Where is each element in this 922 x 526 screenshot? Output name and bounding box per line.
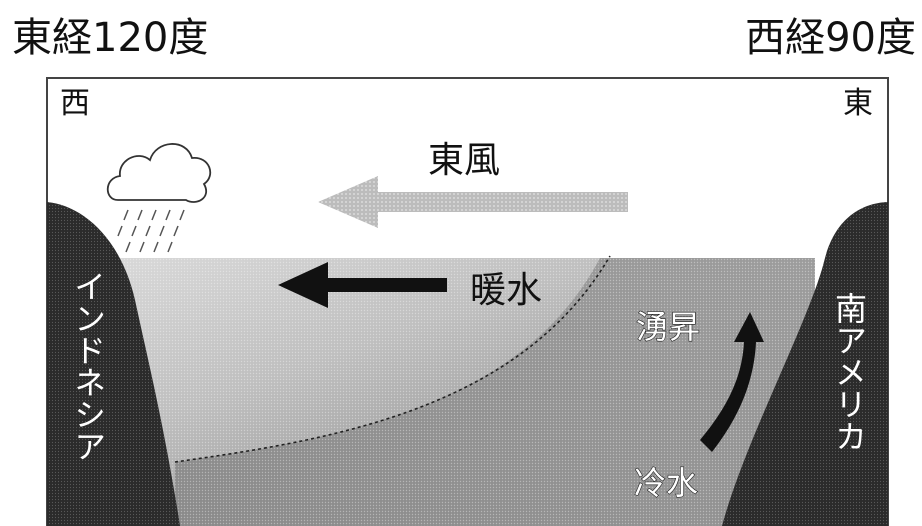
east-wind-label: 東風: [428, 140, 500, 181]
ocean-texture: [120, 258, 815, 526]
cloud-icon: [106, 143, 212, 203]
east-label: 東: [843, 86, 873, 121]
south-america-label: 南アメリカ: [830, 292, 868, 452]
warm-water-arrow: [278, 262, 447, 308]
thermocline-line: [174, 255, 611, 463]
longitude-label-west-90: 西経90度: [745, 15, 916, 61]
cold-water-label: 冷水: [634, 464, 698, 502]
rain-icon: [117, 209, 185, 253]
east-wind-arrow: [318, 176, 628, 228]
longitude-label-east-120: 東経120度: [12, 15, 209, 61]
west-label: 西: [60, 86, 90, 121]
upwelling-label: 湧昇: [636, 308, 700, 346]
warm-water-label: 暖水: [470, 270, 542, 311]
upwelling-arrow: [700, 312, 764, 452]
indonesia-label: インドネシア: [69, 270, 107, 462]
